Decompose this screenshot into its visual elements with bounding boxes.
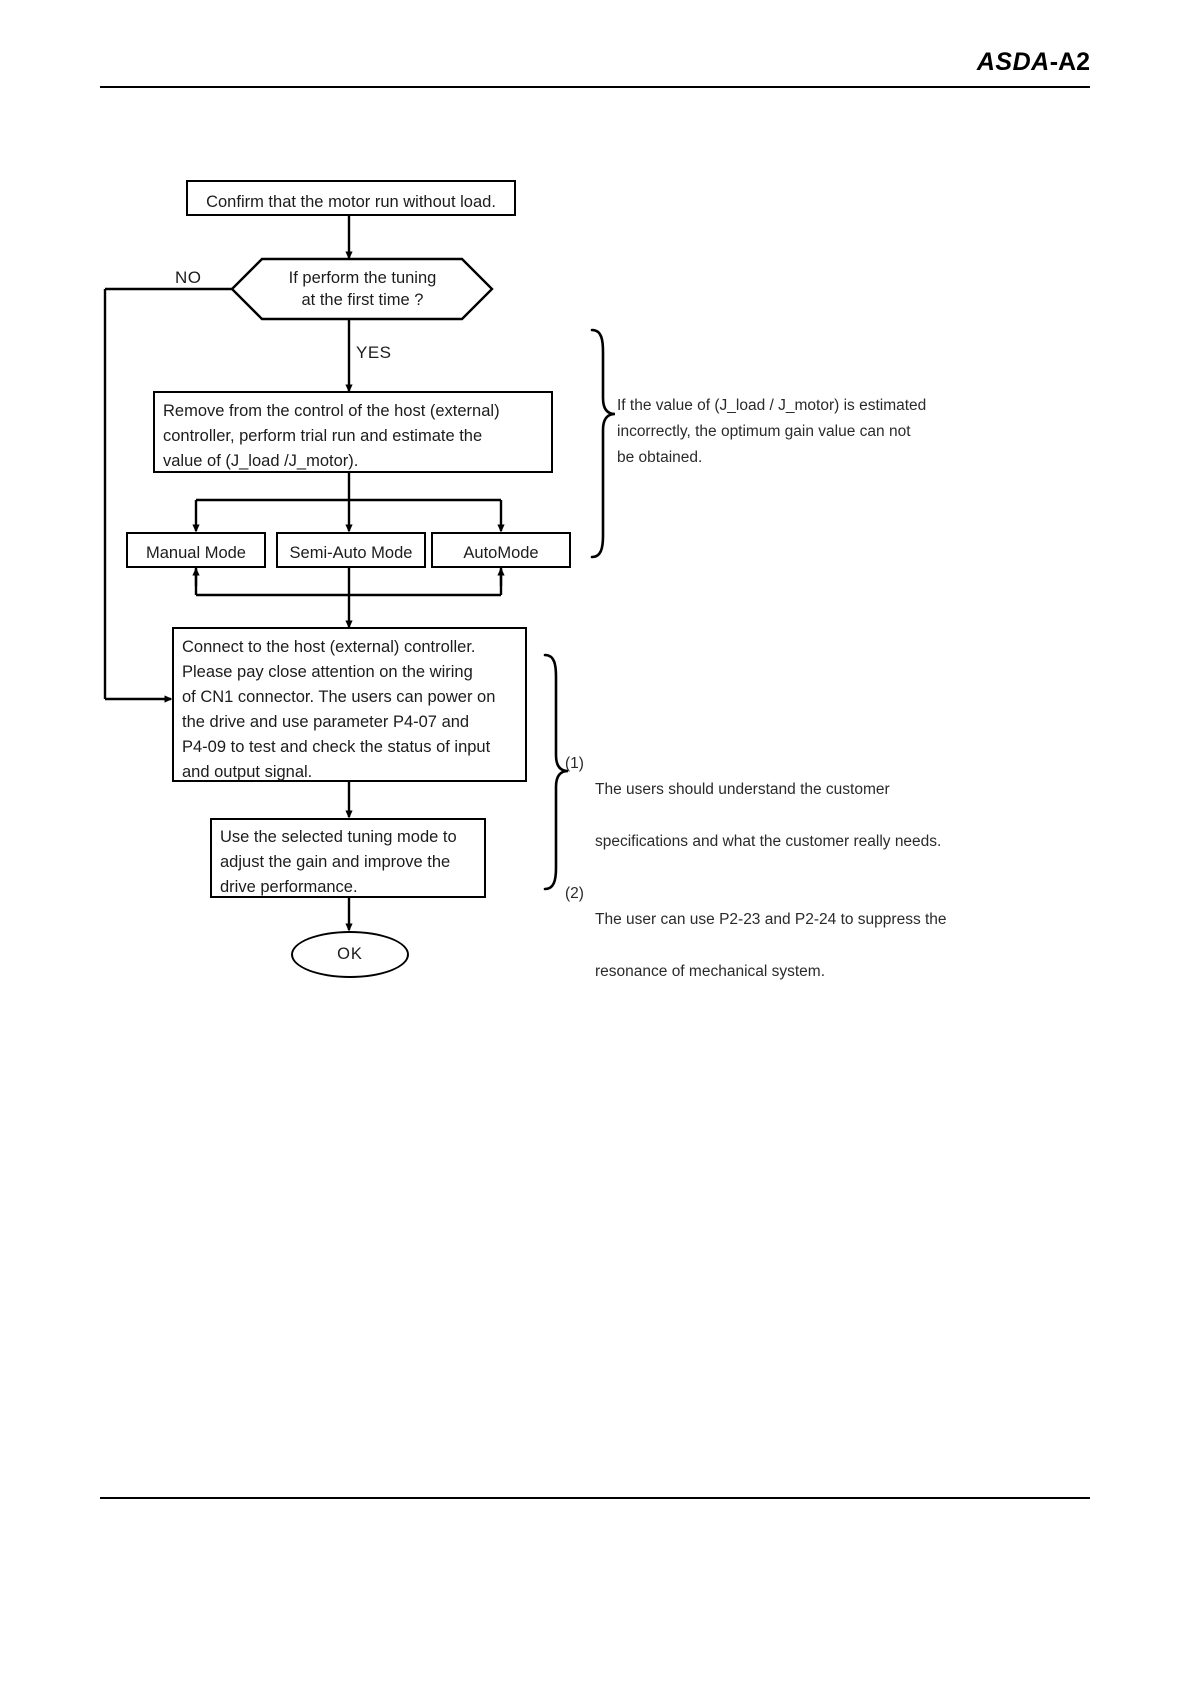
note-item-2-line1: The user can use P2-23 and P2-24 to supp…: [595, 911, 947, 928]
edge-label-yes: YES: [356, 343, 392, 362]
flow-node-decision[interactable]: If perform the tuning at the first time …: [288, 269, 437, 309]
note-item-2-line2: resonance of mechanical system.: [595, 963, 826, 980]
note-item-2-marker: (2): [565, 885, 584, 902]
flow-node-estimate-inertia[interactable]: Remove from the control of the host (ext…: [153, 391, 553, 473]
note-item-1: (1) The users should understand the cust…: [565, 751, 1025, 803]
note-item-1-marker: (1): [565, 755, 584, 772]
footer-rule: [100, 1497, 1090, 1499]
flowchart-connectors: [103, 214, 616, 932]
flow-node-end-ok[interactable]: OK: [291, 931, 409, 978]
edge-label-no: NO: [175, 268, 202, 287]
product-logo: ASDA-A2: [977, 48, 1090, 77]
flow-node-start[interactable]: Confirm that the motor run without load.: [186, 180, 516, 216]
note-item-1-line1: The users should understand the customer: [595, 781, 890, 798]
decision-hexagon-outline: [230, 257, 494, 321]
logo-asda-text: ASDA: [976, 48, 1050, 76]
header-rule: [100, 86, 1090, 88]
note-item-1-line2: specifications and what the customer rea…: [595, 833, 942, 850]
note-inertia-estimate: If the value of (J_load / J_motor) is es…: [617, 397, 927, 466]
flow-node-tune-gain[interactable]: Use the selected tuning mode to adjust t…: [210, 818, 486, 898]
flow-node-connect-host[interactable]: Connect to the host (external) controlle…: [172, 627, 527, 782]
brace-lower: [543, 653, 569, 891]
flow-node-manual-mode[interactable]: Manual Mode: [126, 532, 266, 568]
flow-node-semi-auto-mode[interactable]: Semi-Auto Mode: [276, 532, 426, 568]
flow-node-auto-mode[interactable]: AutoMode: [431, 532, 571, 568]
logo-a2-text: -A2: [1049, 48, 1090, 76]
brace-upper: [590, 328, 616, 559]
note-item-2: (2) The user can use P2-23 and P2-24 to …: [565, 881, 1025, 933]
note-user-guidelines: (1) The users should understand the cust…: [565, 725, 1025, 1011]
tuning-procedure-flowchart: Confirm that the motor run without load.…: [103, 180, 1025, 1011]
